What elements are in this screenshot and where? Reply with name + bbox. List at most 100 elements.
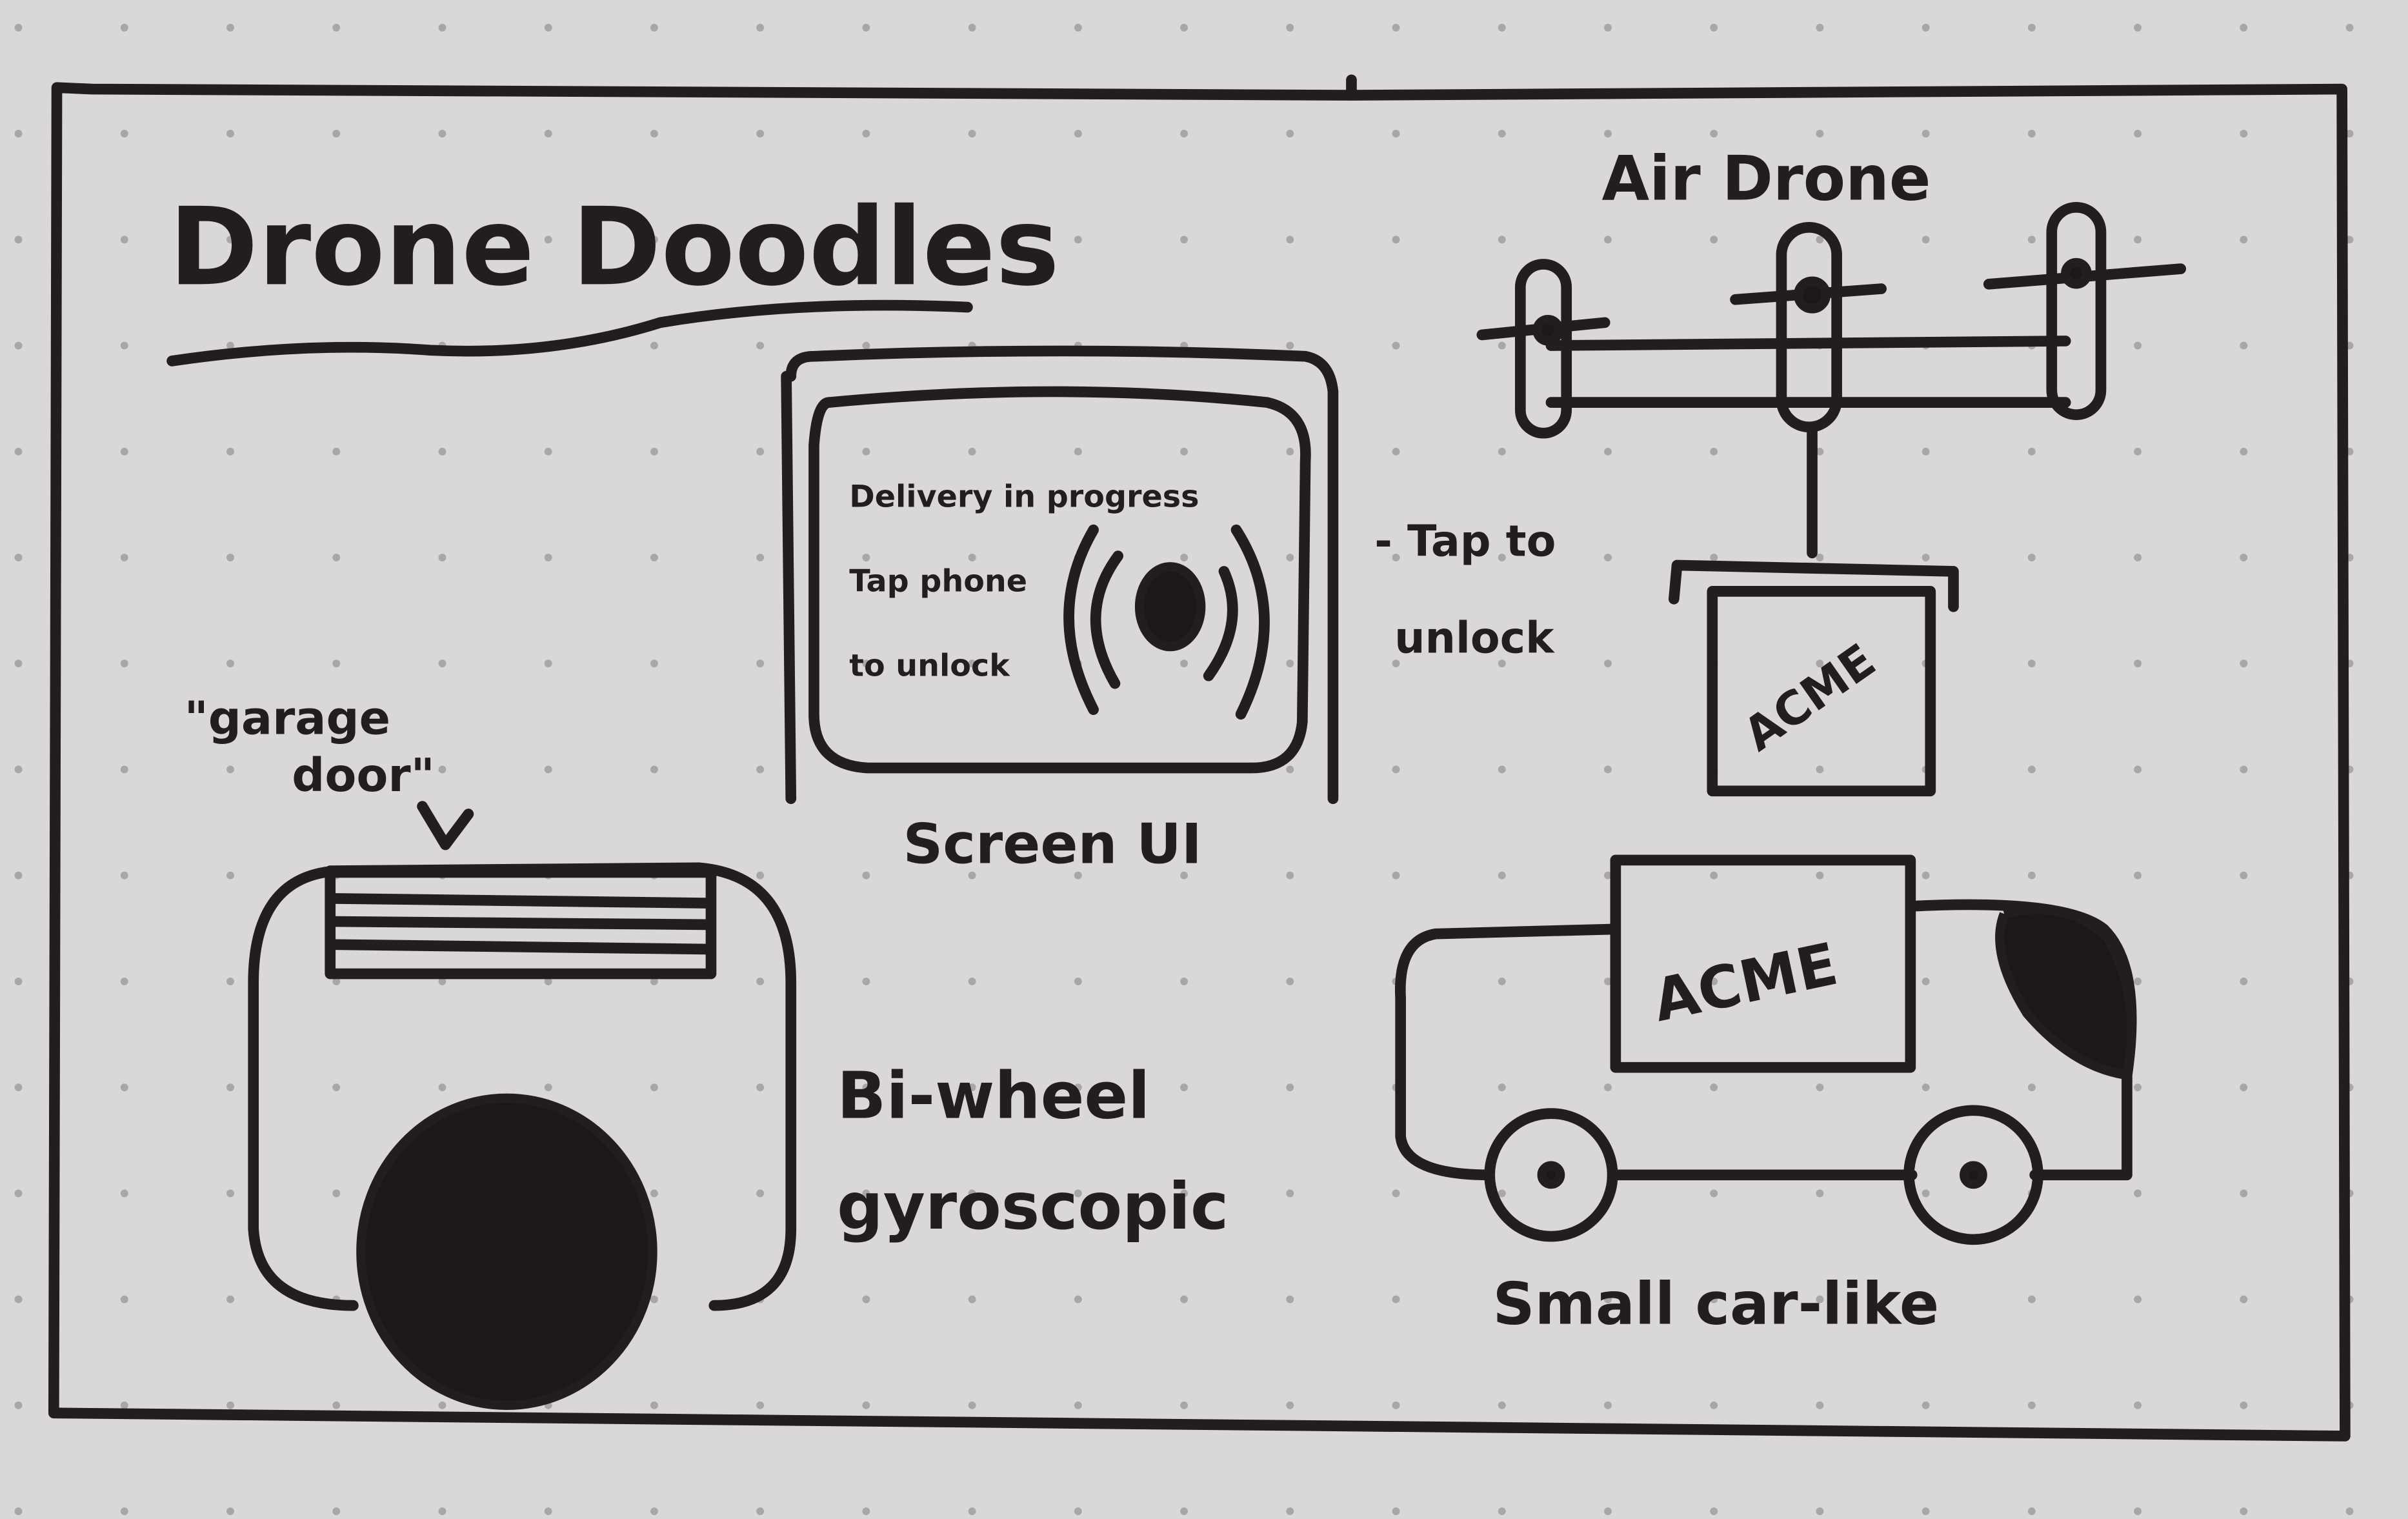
grid-dot [1498,1189,1506,1198]
grid-dot [1392,659,1400,668]
grid-dot [1604,1083,1612,1092]
grid-dot [2027,1295,2036,1303]
grid-dot [1604,554,1612,561]
grid-dot [2240,130,2248,138]
grid-dot [2134,765,2142,774]
grid-dot [2027,554,2036,561]
grid-dot [1286,130,1294,138]
grid-dot [968,23,976,32]
grid-dot [544,1507,552,1516]
delivery-status-text: Delivery in progress [849,479,1199,514]
dot-grid [14,23,2354,1516]
grid-dot [332,554,341,561]
grid-dot [862,236,870,244]
grid-dot [438,1083,446,1092]
grid-dot [1710,554,1718,561]
grid-dot [1604,659,1612,668]
grid-dot [1286,1189,1294,1198]
grid-dot [968,236,976,244]
grid-dot [2027,1507,2036,1516]
grid-dot [2134,23,2142,32]
unlock-annotation: unlock [1394,613,1555,663]
grid-dot [862,977,870,985]
grid-dot [1286,341,1294,350]
grid-dot [1604,1295,1612,1303]
title-underline [166,299,973,367]
grid-dot [968,554,976,561]
grid-dot [1286,659,1294,668]
tap-phone-text: Tap phone [849,563,1027,599]
grid-dot [650,130,658,138]
grid-dot [2134,1507,2142,1516]
grid-dot [1816,1295,1824,1303]
grid-dot [1816,1083,1824,1092]
grid-dot [1074,236,1082,244]
grid-dot [1816,659,1824,668]
grid-dot [1392,1295,1400,1303]
grid-dot [1604,1401,1612,1409]
grid-dot [438,236,446,244]
grid-dot [2027,130,2036,138]
grid-dot [1498,765,1506,774]
grid-dot [1816,130,1824,138]
grid-dot [968,1083,976,1092]
grid-dot [756,1083,765,1092]
grid-dot [544,236,552,244]
grid-dot [1074,871,1082,880]
grid-dot [1286,765,1294,774]
grid-dot [544,554,552,561]
grid-dot [1710,871,1718,880]
grid-dot [1816,554,1824,561]
grid-dot [1392,1507,1400,1516]
grid-dot [438,23,446,32]
grid-dot [332,765,341,774]
grid-dot [1604,765,1612,774]
grid-dot [2134,1401,2142,1409]
grid-dot [1180,130,1189,138]
grid-dot [1498,23,1506,32]
grid-dot [1710,1189,1718,1198]
bi-wheel-sketch [248,862,797,1410]
grid-dot [1074,1189,1082,1198]
grid-dot [1604,977,1612,985]
grid-dot [120,447,128,456]
grid-dot [1180,447,1189,456]
grid-dot [2027,765,2036,774]
grid-dot [862,341,870,350]
grid-dot [1498,1401,1506,1409]
grid-dot [1498,1083,1506,1092]
grid-dot [1710,1295,1718,1303]
grid-dot [1074,1295,1082,1303]
grid-dot [226,1401,234,1409]
grid-dot [1180,1083,1189,1092]
grid-dot [2240,23,2248,32]
grid-dot [756,765,765,774]
grid-dot [862,130,870,138]
grid-dot [14,23,23,32]
grid-dot [1710,130,1718,138]
grid-dot [968,1295,976,1303]
grid-dot [2240,1507,2248,1516]
grid-dot [862,1083,870,1092]
grid-dot [1180,1295,1189,1303]
grid-dot [226,554,234,561]
grid-dot [756,977,765,985]
grid-dot [1816,765,1824,774]
air-drone-caption: Air Drone [1601,143,1931,214]
grid-dot [650,1189,658,1198]
grid-dot [1816,236,1824,244]
grid-dot [1710,447,1718,456]
grid-dot [1286,236,1294,244]
bi-wheel-caption: Bi-wheel [837,1058,1150,1134]
grid-dot [650,341,658,350]
grid-dot [1498,341,1506,350]
grid-dot [438,447,446,456]
grid-dot [120,130,128,138]
grid-dot [1498,977,1506,985]
grid-dot [14,447,23,456]
grid-dot [226,1189,234,1198]
grid-dot [1180,977,1189,985]
grid-dot [756,23,765,32]
grid-dot [544,447,552,456]
